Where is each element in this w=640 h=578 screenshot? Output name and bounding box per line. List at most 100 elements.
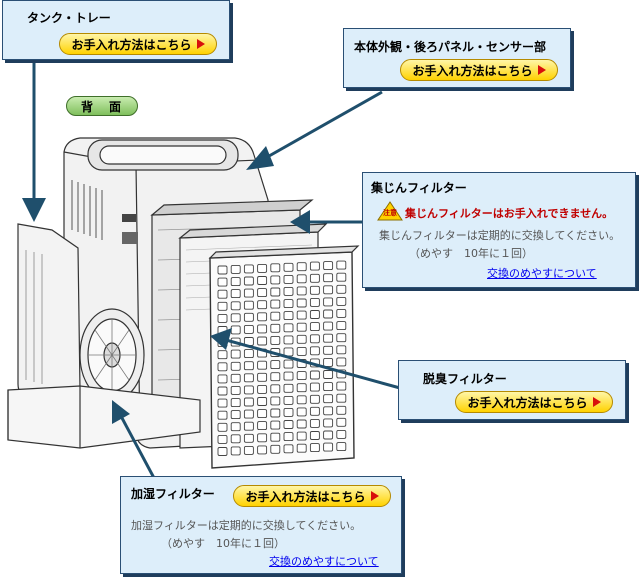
grid-hole	[270, 384, 281, 394]
grid-hole	[230, 264, 241, 274]
play-arrow-icon	[592, 397, 601, 407]
grid-hole	[323, 394, 334, 404]
grid-hole	[283, 420, 294, 429]
grid-hole	[296, 346, 307, 356]
grid-hole	[270, 444, 281, 454]
grid-hole	[283, 335, 294, 345]
grid-hole	[309, 418, 320, 428]
caution-icon	[377, 201, 403, 221]
grid-hole	[270, 299, 281, 309]
humidifying-filter-replacement-link[interactable]: 交換のめやすについて	[269, 555, 379, 568]
grid-hole	[283, 323, 294, 333]
grid-hole	[230, 373, 241, 383]
grid-hole	[309, 394, 320, 404]
grid-hole	[257, 263, 268, 273]
grid-hole	[283, 407, 294, 417]
dust-filter-warning: 集じんフィルターはお手入れできません。	[405, 207, 614, 220]
deodorizing-filter-title: 脱臭フィルター	[423, 372, 507, 386]
tank-tray-callout: タンク・トレー お手入れ方法はこちら	[2, 0, 230, 60]
dust-filter-guide: （めやす 10年に１回）	[409, 247, 533, 260]
grid-hole	[336, 284, 347, 294]
dust-filter-note: 集じんフィルターは定期的に交換してください。	[379, 229, 621, 242]
grid-hole	[336, 381, 347, 391]
grid-hole	[243, 445, 254, 455]
grid-hole	[283, 286, 294, 296]
grid-hole	[217, 386, 228, 396]
grid-hole	[217, 447, 228, 456]
grid-hole	[296, 383, 307, 393]
grid-hole	[309, 382, 320, 392]
grid-hole	[257, 336, 268, 346]
grid-hole	[336, 308, 347, 318]
grid-hole	[217, 374, 228, 384]
grid-hole	[243, 312, 254, 322]
tank-tray-care-button-label: お手入れ方法はこちら	[71, 37, 192, 52]
grid-hole	[243, 276, 254, 286]
grid-hole	[230, 361, 241, 371]
humidifying-filter-care-button[interactable]: お手入れ方法はこちら	[233, 485, 391, 507]
grid-hole	[296, 395, 307, 405]
grid-hole	[283, 383, 294, 393]
dust-filter-replacement-link[interactable]: 交換のめやすについて	[487, 267, 597, 280]
grid-hole	[257, 421, 268, 431]
humidifying-filter-wheel	[79, 308, 145, 402]
humidifying-filter-callout: 加湿フィルター お手入れ方法はこちら 加湿フィルターは定期的に交換してください。…	[120, 476, 402, 574]
deodorizing-filter-care-button-label: お手入れ方法はこちら	[467, 395, 588, 410]
grid-hole	[323, 345, 334, 355]
deodorizing-filter-care-button[interactable]: お手入れ方法はこちら	[455, 391, 613, 413]
caution-label: 注意	[383, 209, 397, 217]
grid-hole	[270, 372, 281, 382]
grid-hole	[336, 429, 347, 439]
grid-hole	[217, 434, 228, 444]
grid-hole	[309, 273, 320, 283]
grid-hole	[323, 309, 334, 319]
grid-hole	[323, 261, 334, 271]
grid-hole	[323, 382, 334, 392]
grid-hole	[283, 347, 294, 357]
grid-hole	[283, 274, 294, 284]
grid-hole	[309, 406, 320, 416]
grid-hole	[336, 272, 347, 282]
grid-hole	[257, 433, 268, 443]
tank-tray-care-button[interactable]: お手入れ方法はこちら	[59, 33, 217, 55]
grid-hole	[296, 298, 307, 308]
grid-hole	[230, 385, 241, 395]
grid-hole	[283, 444, 294, 454]
grid-hole	[309, 334, 320, 344]
grid-hole	[230, 446, 241, 456]
grid-hole	[270, 323, 281, 333]
dust-filter-title: 集じんフィルター	[371, 181, 467, 195]
grid-hole	[230, 410, 241, 420]
play-arrow-icon	[370, 491, 379, 501]
grid-hole	[296, 443, 307, 453]
grid-hole	[336, 296, 347, 306]
grid-hole	[217, 277, 228, 287]
grid-hole	[230, 277, 241, 287]
body-panel-sensor-care-button[interactable]: お手入れ方法はこちら	[400, 59, 558, 81]
grid-hole	[283, 359, 294, 369]
grid-hole	[257, 384, 268, 394]
body-panel-sensor-title: 本体外観・後ろパネル・センサー部	[354, 40, 547, 54]
grid-hole	[296, 419, 307, 429]
tank-tray-title: タンク・トレー	[27, 11, 111, 25]
grid-hole	[270, 275, 281, 285]
grid-hole	[309, 370, 320, 380]
grid-hole	[336, 393, 347, 403]
grid-hole	[323, 357, 334, 367]
grid-hole	[270, 335, 281, 345]
grid-hole	[283, 299, 294, 309]
play-arrow-icon	[196, 39, 205, 49]
grid-hole	[257, 324, 268, 334]
grid-hole	[336, 417, 347, 427]
grid-hole	[230, 422, 241, 432]
grid-hole	[270, 420, 281, 430]
grid-hole	[230, 434, 241, 444]
grid-hole	[270, 360, 281, 370]
grid-hole	[243, 361, 254, 371]
grid-hole	[230, 313, 241, 323]
grid-hole	[309, 297, 320, 307]
grid-hole	[309, 431, 320, 440]
grid-hole	[283, 262, 294, 272]
